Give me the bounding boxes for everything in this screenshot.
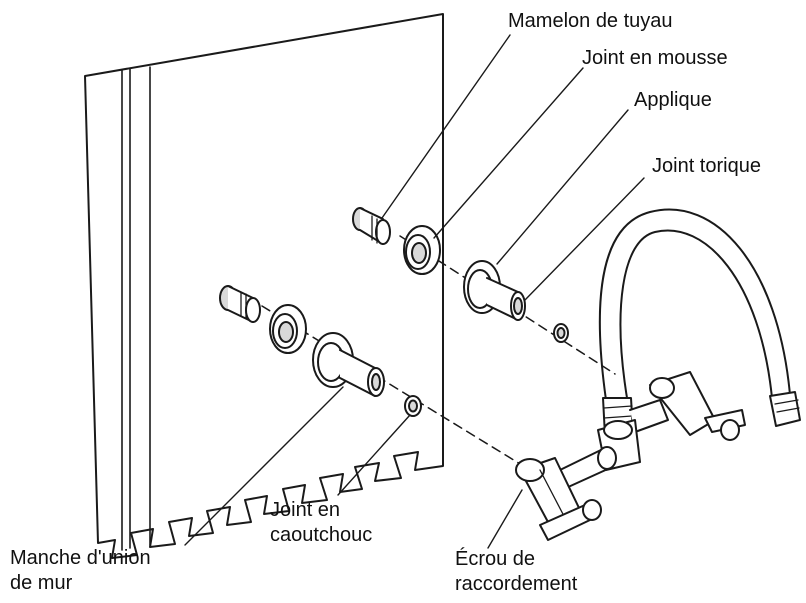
leader-mamelon [381, 34, 511, 219]
wall-panel [84, 13, 444, 559]
leader-manche [184, 386, 344, 546]
leader-joint-caoutchouc [337, 414, 411, 496]
label-ecrou-line2: raccordement [455, 573, 578, 595]
upper-o-ring [553, 323, 569, 343]
lower-rubber-washer [404, 395, 422, 417]
upper-pipe-nipple [352, 207, 391, 245]
lower-escutcheon [312, 332, 385, 397]
leader-applique [496, 109, 629, 265]
label-mamelon-de-tuyau: Mamelon de tuyau [508, 10, 673, 32]
label-manche-line1: Manche d'union [10, 547, 151, 569]
upper-escutcheon [463, 260, 526, 321]
label-applique: Applique [634, 89, 712, 111]
leader-joint-torique [524, 177, 645, 301]
leader-ecrou [487, 489, 523, 549]
leader-joint-mousse [433, 67, 584, 239]
label-ecrou-line1: Écrou de [455, 548, 536, 570]
label-joint-en-mousse: Joint en mousse [582, 47, 728, 69]
label-joint-en-caoutchouc-line2: caoutchouc [270, 524, 373, 546]
label-manche-line2: de mur [10, 572, 73, 594]
faucet [515, 208, 801, 541]
label-joint-en-caoutchouc-line1: Joint en [270, 499, 341, 521]
lower-foam-gasket [269, 304, 307, 354]
lower-pipe-nipple [219, 285, 261, 323]
label-joint-torique: Joint torique [652, 155, 761, 177]
upper-foam-gasket [403, 225, 441, 275]
leader-lines [184, 34, 645, 549]
